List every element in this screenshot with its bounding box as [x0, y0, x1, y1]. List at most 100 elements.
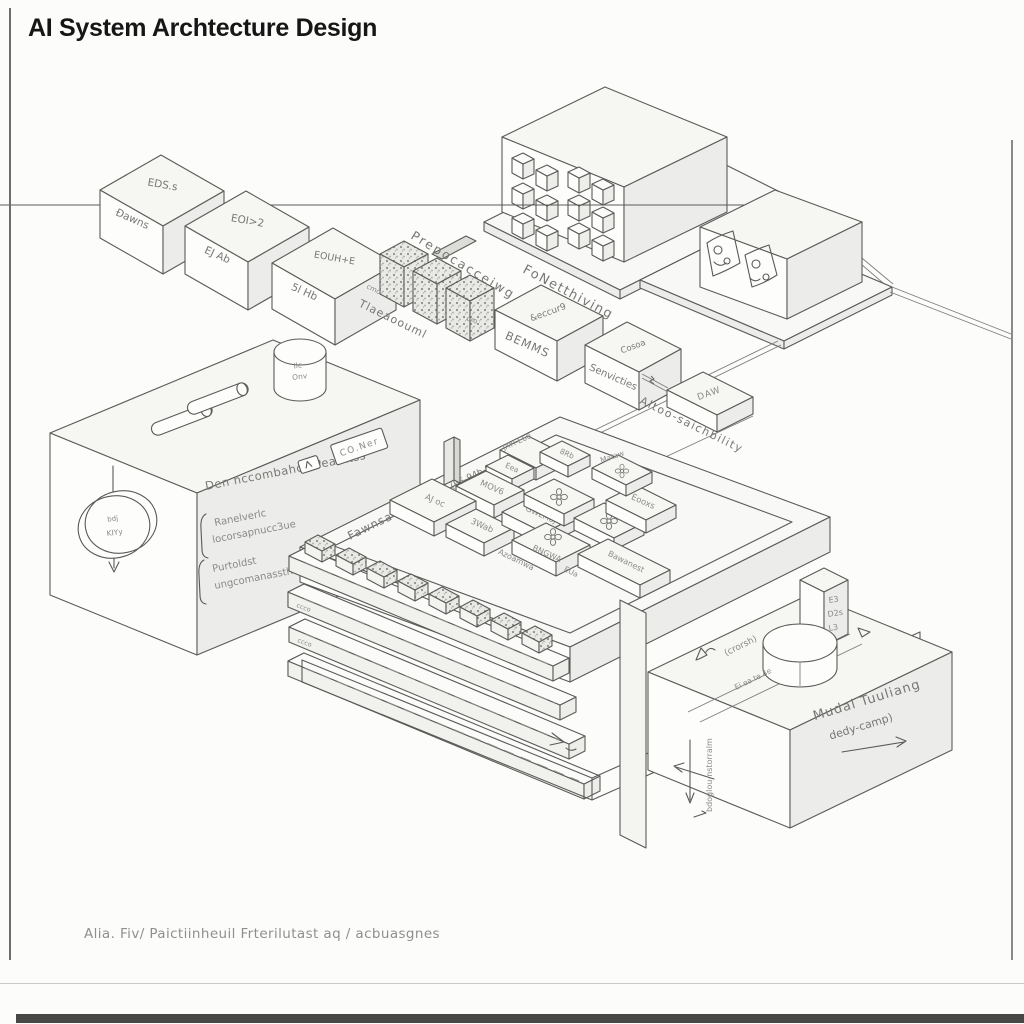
- cylinder-label: Onv: [292, 371, 309, 382]
- disc-label: bdj: [107, 514, 119, 523]
- face: [591, 206, 615, 219]
- storage-cylinder: Ilc Onv: [273, 338, 327, 402]
- flow-arrow: [549, 732, 565, 746]
- mini-cube: [535, 224, 559, 252]
- pipe-rod: [186, 382, 249, 415]
- mini-cube: [511, 152, 535, 180]
- face: [335, 547, 367, 565]
- face-right: [623, 136, 728, 263]
- chip-block: [366, 560, 398, 589]
- mini-cube-grid: [511, 152, 615, 262]
- chip-block: [428, 586, 460, 615]
- face: [567, 166, 591, 179]
- feature-tile: 8Rb: [539, 440, 591, 478]
- slab: [431, 235, 477, 260]
- model-cylinder: [762, 623, 838, 688]
- face: [511, 152, 535, 165]
- face: [591, 234, 615, 247]
- feature-tile: MOV6: [455, 470, 525, 519]
- tiny-mark: oro: [465, 314, 478, 325]
- mini-cube: [567, 166, 591, 194]
- storage-module-box: Ilc Onv bdj KIYy Den nccombahce Peatktss…: [49, 338, 421, 656]
- storage-disc: bdj KIYy: [77, 490, 158, 559]
- chip-label: D2s: [827, 608, 844, 619]
- right-frame-line: [1011, 140, 1013, 960]
- sketch-icon: [695, 647, 716, 661]
- chip-block: [397, 573, 429, 602]
- page-title: AI System Archtecture Design: [28, 14, 378, 42]
- chip-label: E3: [828, 594, 839, 604]
- layer-rail: [288, 547, 570, 682]
- face: [288, 547, 570, 667]
- small-arrow: [857, 627, 871, 638]
- down-arrow: [685, 739, 695, 804]
- small-tag: [297, 455, 321, 474]
- inner-border: [333, 434, 793, 634]
- connector-rod: [641, 373, 669, 393]
- face: [459, 599, 491, 617]
- chip-block: [459, 599, 491, 628]
- face-right: [716, 396, 754, 433]
- connector-wire: [889, 286, 1012, 340]
- mini-cube: [567, 194, 591, 222]
- box-top-label: EDS.s: [147, 177, 179, 194]
- beams-box: &eccur9 BEMMS: [494, 284, 604, 382]
- face: [535, 194, 559, 207]
- layer-rail: [288, 618, 586, 760]
- bracket: [198, 559, 207, 605]
- down-arrow: [108, 557, 120, 573]
- label-tag: CO.Ner: [330, 427, 389, 466]
- squiggle: [565, 747, 577, 751]
- mini-cube: [591, 206, 615, 234]
- component-box: [699, 189, 863, 320]
- mini-cube: [591, 234, 615, 262]
- face: [567, 222, 591, 235]
- face: [567, 194, 591, 207]
- component-sketch-icon: [744, 244, 778, 288]
- face: [366, 560, 398, 578]
- feature-tile: Mataw: [591, 449, 653, 497]
- bracket: [200, 513, 209, 559]
- chip-block: [304, 534, 336, 563]
- caption: Alia. Fiv/ Paictiinheuil Frterilutast aq…: [84, 926, 440, 942]
- chip-block: [521, 625, 553, 654]
- face-right: [786, 221, 863, 320]
- flow-arrow: [841, 736, 907, 753]
- mini-cube: [535, 164, 559, 192]
- speckled-cube: [445, 274, 495, 342]
- data-box: DAW: [666, 371, 754, 433]
- chip-block: [335, 547, 367, 576]
- tick-arrow: [693, 810, 707, 818]
- model-side-note: bdoglou-nstorralm: [705, 738, 714, 812]
- box-top-label: EOI>2: [230, 212, 265, 230]
- face: [490, 612, 522, 630]
- face: [535, 224, 559, 237]
- chip-label: L3: [828, 623, 839, 633]
- services-box: Cosoa Senvicties: [584, 321, 682, 411]
- standing-card: [443, 436, 461, 486]
- component-sketch-icon: [706, 230, 741, 277]
- face: [535, 164, 559, 177]
- divider-line: [0, 983, 1024, 984]
- diagonal-arrow: [673, 762, 715, 780]
- chip-block: [490, 612, 522, 641]
- face: [428, 586, 460, 604]
- face: [511, 212, 535, 225]
- rail-dashes: [303, 562, 580, 782]
- face: [521, 625, 553, 643]
- footer-bar: [16, 1014, 1024, 1023]
- mini-cube: [511, 182, 535, 210]
- disc-label: KIYy: [106, 527, 124, 538]
- left-frame-line: [9, 8, 11, 960]
- model-training-box: E3 D2s L3 (crorsh) Ei ea te 4e bdoglou-n…: [647, 567, 953, 829]
- mini-cube: [511, 212, 535, 240]
- face: [304, 534, 336, 552]
- mini-cube: [535, 194, 559, 222]
- face: [591, 178, 615, 191]
- mini-cube: [591, 178, 615, 206]
- layer-rail: [287, 583, 577, 721]
- feature-tile: Bawanest: [577, 538, 671, 599]
- cylinder-label: Ilc: [293, 360, 303, 370]
